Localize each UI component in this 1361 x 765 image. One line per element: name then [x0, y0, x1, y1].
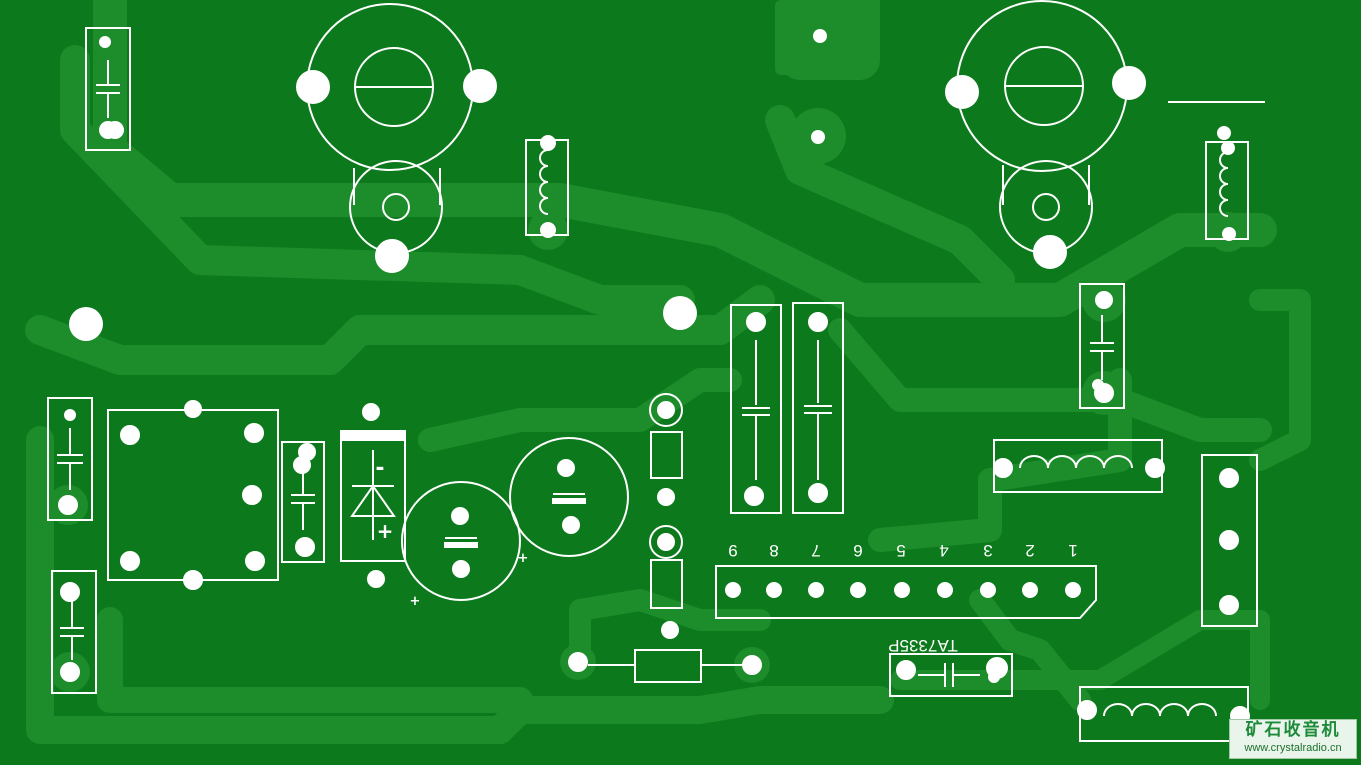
cap-plus-mark-1: + [410, 594, 421, 609]
diode-minus-mark: - [375, 456, 384, 481]
potentiometer-left [296, 3, 497, 273]
ic-pin-label: 9 [728, 541, 737, 560]
ic-footprint [715, 565, 1097, 619]
watermark-title: 矿石收音机 [1245, 720, 1341, 740]
site-watermark: 矿石收音机 www.crystalradio.cn [1229, 719, 1357, 759]
diode-footprint [340, 403, 406, 588]
diode-plus-mark: + [377, 519, 394, 543]
long-capacitors [730, 302, 844, 514]
right-connector [1201, 454, 1258, 627]
horizontal-resistor [568, 649, 762, 683]
ic-pin-label: 7 [811, 541, 820, 560]
ic-pads [725, 582, 1081, 598]
watermark-url: www.crystalradio.cn [1244, 742, 1342, 754]
mounting-holes [69, 296, 697, 341]
electrolytic-capacitors [401, 437, 629, 601]
ic-pin-label: 5 [896, 541, 905, 560]
ic-pin-label: 8 [769, 541, 778, 560]
potentiometer-right [945, 0, 1146, 269]
ic-pin-label: 4 [939, 541, 948, 560]
ic-pin-label: 2 [1025, 541, 1034, 560]
vertical-resistors [649, 393, 683, 639]
ic-pin-label: 6 [853, 541, 862, 560]
ic-pin-label: 1 [1068, 541, 1077, 560]
cap-plus-mark-2: + [518, 551, 529, 566]
inductor-footprints [525, 101, 1265, 742]
ic-pin-labels: 9 8 7 6 5 4 3 2 1 [728, 541, 1077, 560]
ic-part-label: TA7335P [888, 636, 958, 655]
ic-pin-label: 3 [983, 541, 992, 560]
copper-traces [25, 0, 1311, 744]
transformer-footprint [107, 400, 279, 590]
misc-pads [811, 29, 827, 144]
capacitor-footprints [47, 27, 1125, 697]
